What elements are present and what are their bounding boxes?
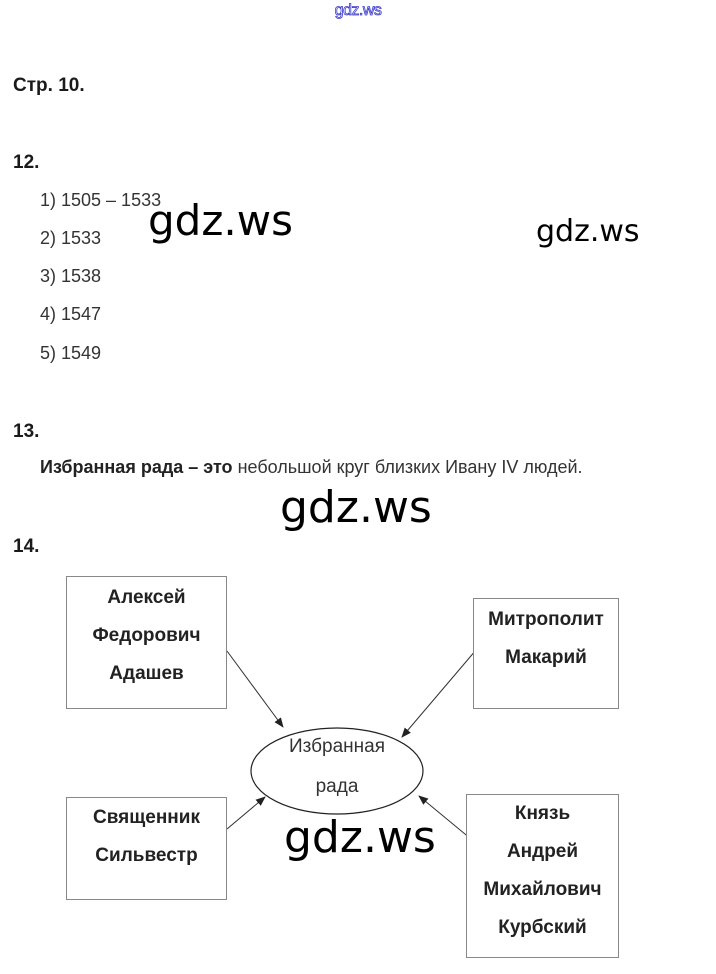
box-line: Священник [93, 807, 200, 828]
box-line: Адашев [109, 663, 184, 684]
answer-item: 5) 1549 [40, 343, 102, 363]
answer-item: 3) 1538 [40, 266, 102, 286]
task-12-number: 12. [13, 152, 40, 173]
member-box-makariy: Митрополит Макарий [473, 598, 619, 709]
definition-text: небольшой круг близких Ивану IV людей. [232, 457, 583, 477]
watermark: gdz.ws [536, 214, 640, 249]
member-box-kurbsky: Князь Андрей Михайлович Курбский [466, 794, 619, 958]
box-line: Князь [514, 803, 571, 824]
answer-item: 2) 1533 [40, 228, 102, 248]
box-line: Макарий [505, 647, 587, 668]
answer-item: 1) 1505 – 1533 [40, 190, 162, 210]
member-box-silvestr: Священник Сильвестр [66, 797, 227, 900]
answer-item: 4) 1547 [40, 304, 102, 324]
definition: Избранная рада – это небольшой круг близ… [40, 457, 583, 478]
center-line: рада [315, 776, 359, 797]
center-line: Избранная [288, 736, 385, 757]
task-14-number: 14. [13, 536, 40, 557]
box-line: Сильвестр [95, 845, 198, 866]
box-line: Михайлович [483, 879, 602, 900]
definition-term: Избранная рада – это [40, 457, 233, 477]
arrow [401, 649, 477, 738]
watermark: gdz.ws [280, 482, 432, 533]
box-line: Федорович [92, 625, 201, 646]
header-link[interactable]: gdz.ws [334, 2, 382, 20]
arrow [226, 796, 266, 830]
arrow [226, 650, 284, 728]
task-13-number: 13. [13, 421, 40, 442]
member-box-adashev: Алексей Федорович Адашев [66, 576, 227, 709]
watermark: gdz.ws [284, 812, 436, 863]
box-line: Курбский [498, 917, 587, 938]
center-ellipse [250, 727, 424, 815]
center-node: Избранная рада [250, 727, 424, 815]
watermark: gdz.ws [148, 196, 293, 245]
box-line: Андрей [506, 841, 579, 862]
page-label: Стр. 10. [13, 75, 85, 96]
box-line: Алексей [107, 587, 186, 608]
box-line: Митрополит [488, 609, 604, 630]
arrow [418, 795, 472, 840]
